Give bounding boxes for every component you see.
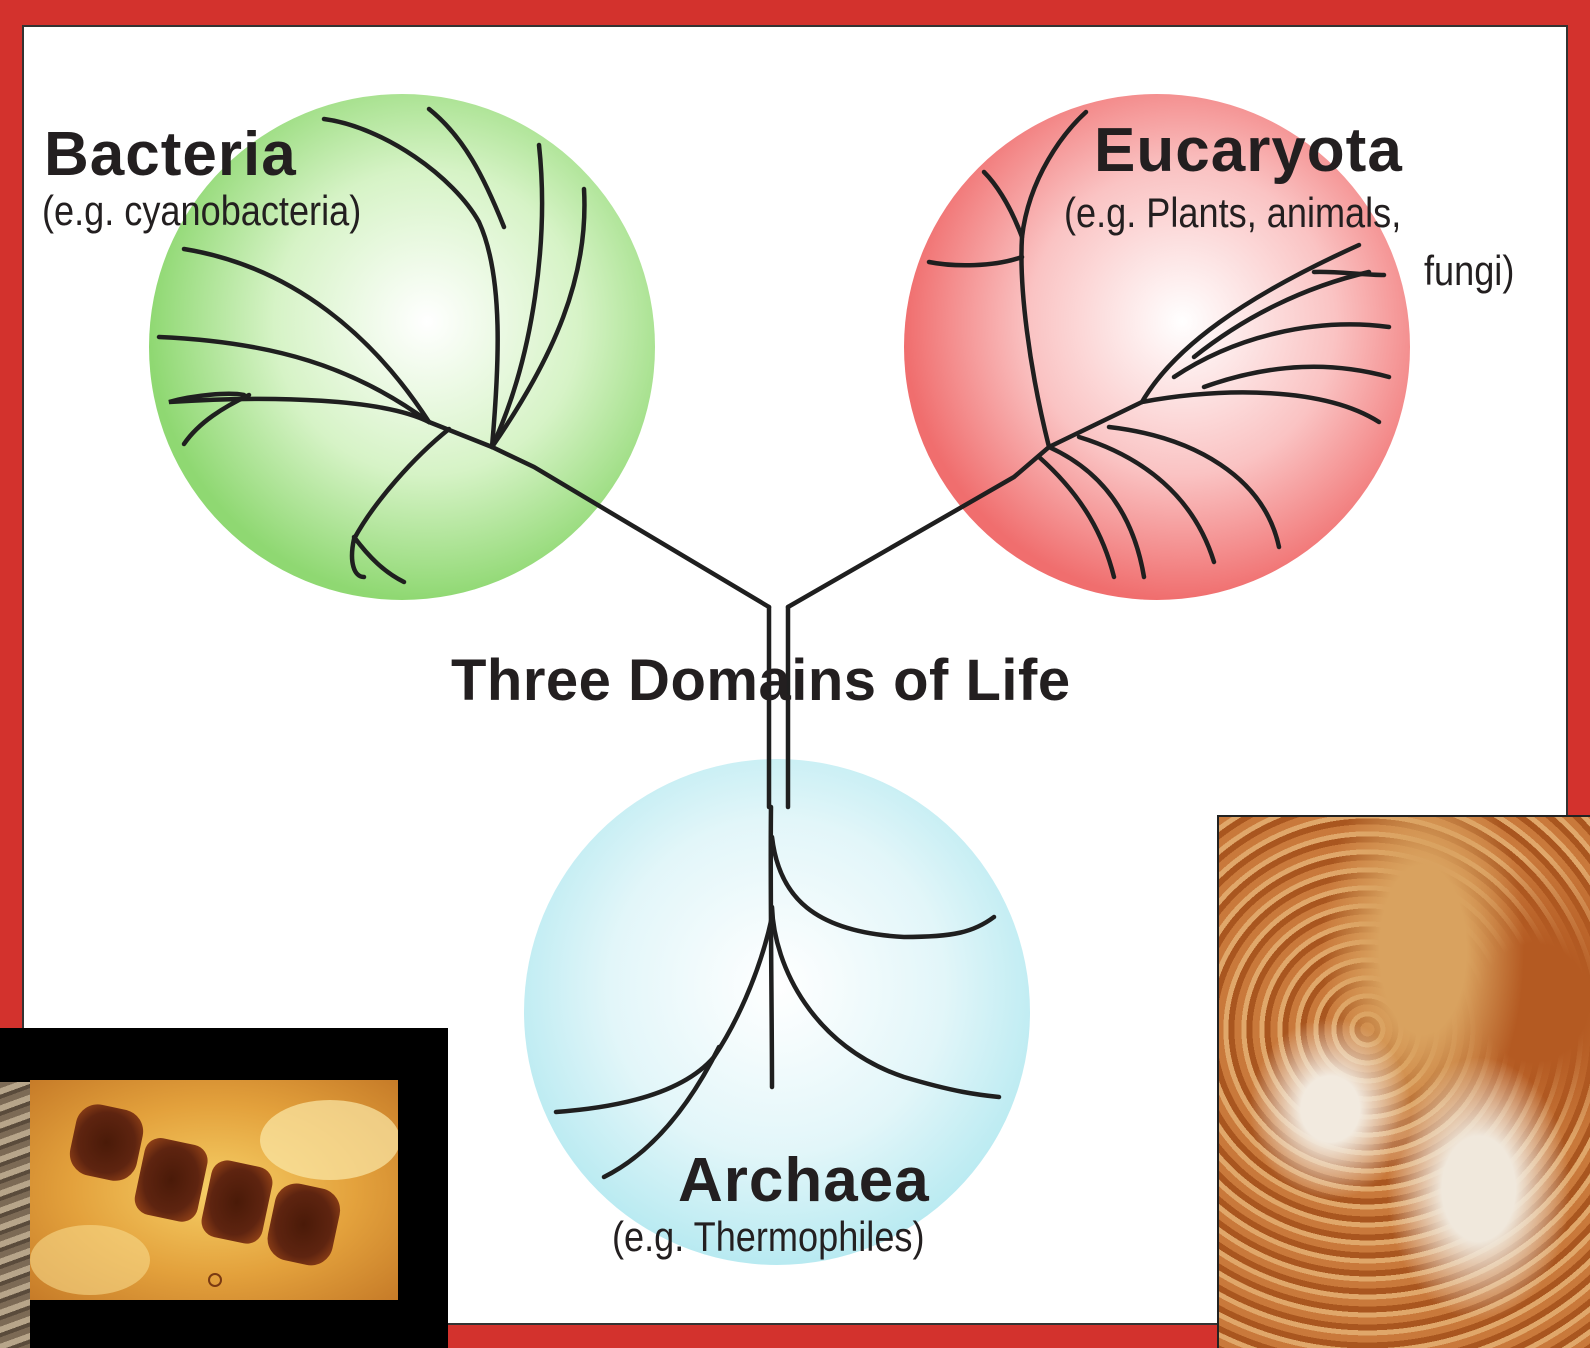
archaea-label: Archaea	[678, 1145, 930, 1216]
eucaryota-example-line2: fungi)	[1424, 247, 1514, 295]
rock-strip-decoration	[0, 1082, 30, 1348]
archaea-example: (e.g. Thermophiles)	[612, 1213, 925, 1261]
eucaryota-label: Eucaryota	[1094, 115, 1403, 186]
thermophile-mineral-photo	[1217, 815, 1590, 1348]
bacteria-example: (e.g. cyanobacteria)	[42, 187, 361, 235]
bacteria-label: Bacteria	[44, 119, 297, 190]
cyanobacteria-photo	[30, 1080, 398, 1300]
diagram-title: Three Domains of Life	[451, 647, 1071, 714]
cyanobacteria-chain-image	[30, 1080, 398, 1300]
eucaryota-example-line1: (e.g. Plants, animals,	[1064, 189, 1401, 237]
